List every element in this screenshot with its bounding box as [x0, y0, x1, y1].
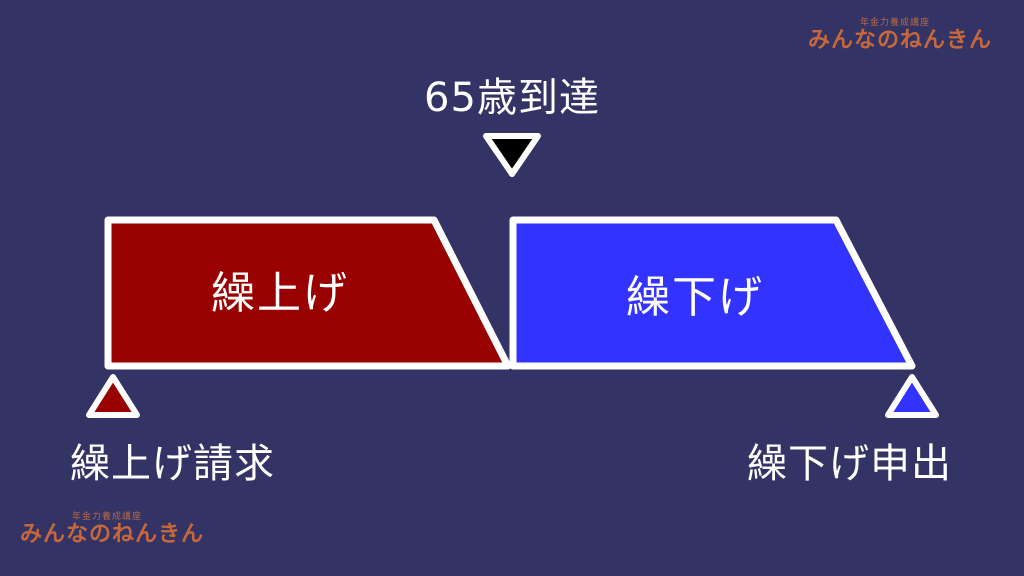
kuriage-bar-label: 繰上げ: [211, 268, 349, 319]
kurisage-bar: [509, 216, 916, 370]
brand-logo-top: 年金力養成講座 みんなのねんきん: [808, 18, 1008, 54]
kuriage-bar: [104, 216, 512, 370]
kuriage-up-triangle-icon: [86, 374, 140, 418]
brand-tagline: 年金力養成講座: [860, 18, 931, 28]
kurisage-bar-label: 繰下げ: [626, 272, 764, 323]
kuriage-claim-label: 繰上げ請求: [70, 441, 275, 487]
kurisage-up-triangle-icon: [885, 374, 939, 418]
kurisage-request-label: 繰下げ申出: [747, 441, 952, 487]
brand-name: みんなのねんきん: [20, 522, 205, 547]
down-triangle-marker-icon: [483, 133, 541, 177]
brand-name: みんなのねんきん: [808, 28, 993, 53]
brand-tagline: 年金力養成講座: [72, 512, 143, 522]
brand-logo-bottom: 年金力養成講座 みんなのねんきん: [20, 512, 220, 548]
milestone-label: 65歳到達: [424, 75, 600, 121]
